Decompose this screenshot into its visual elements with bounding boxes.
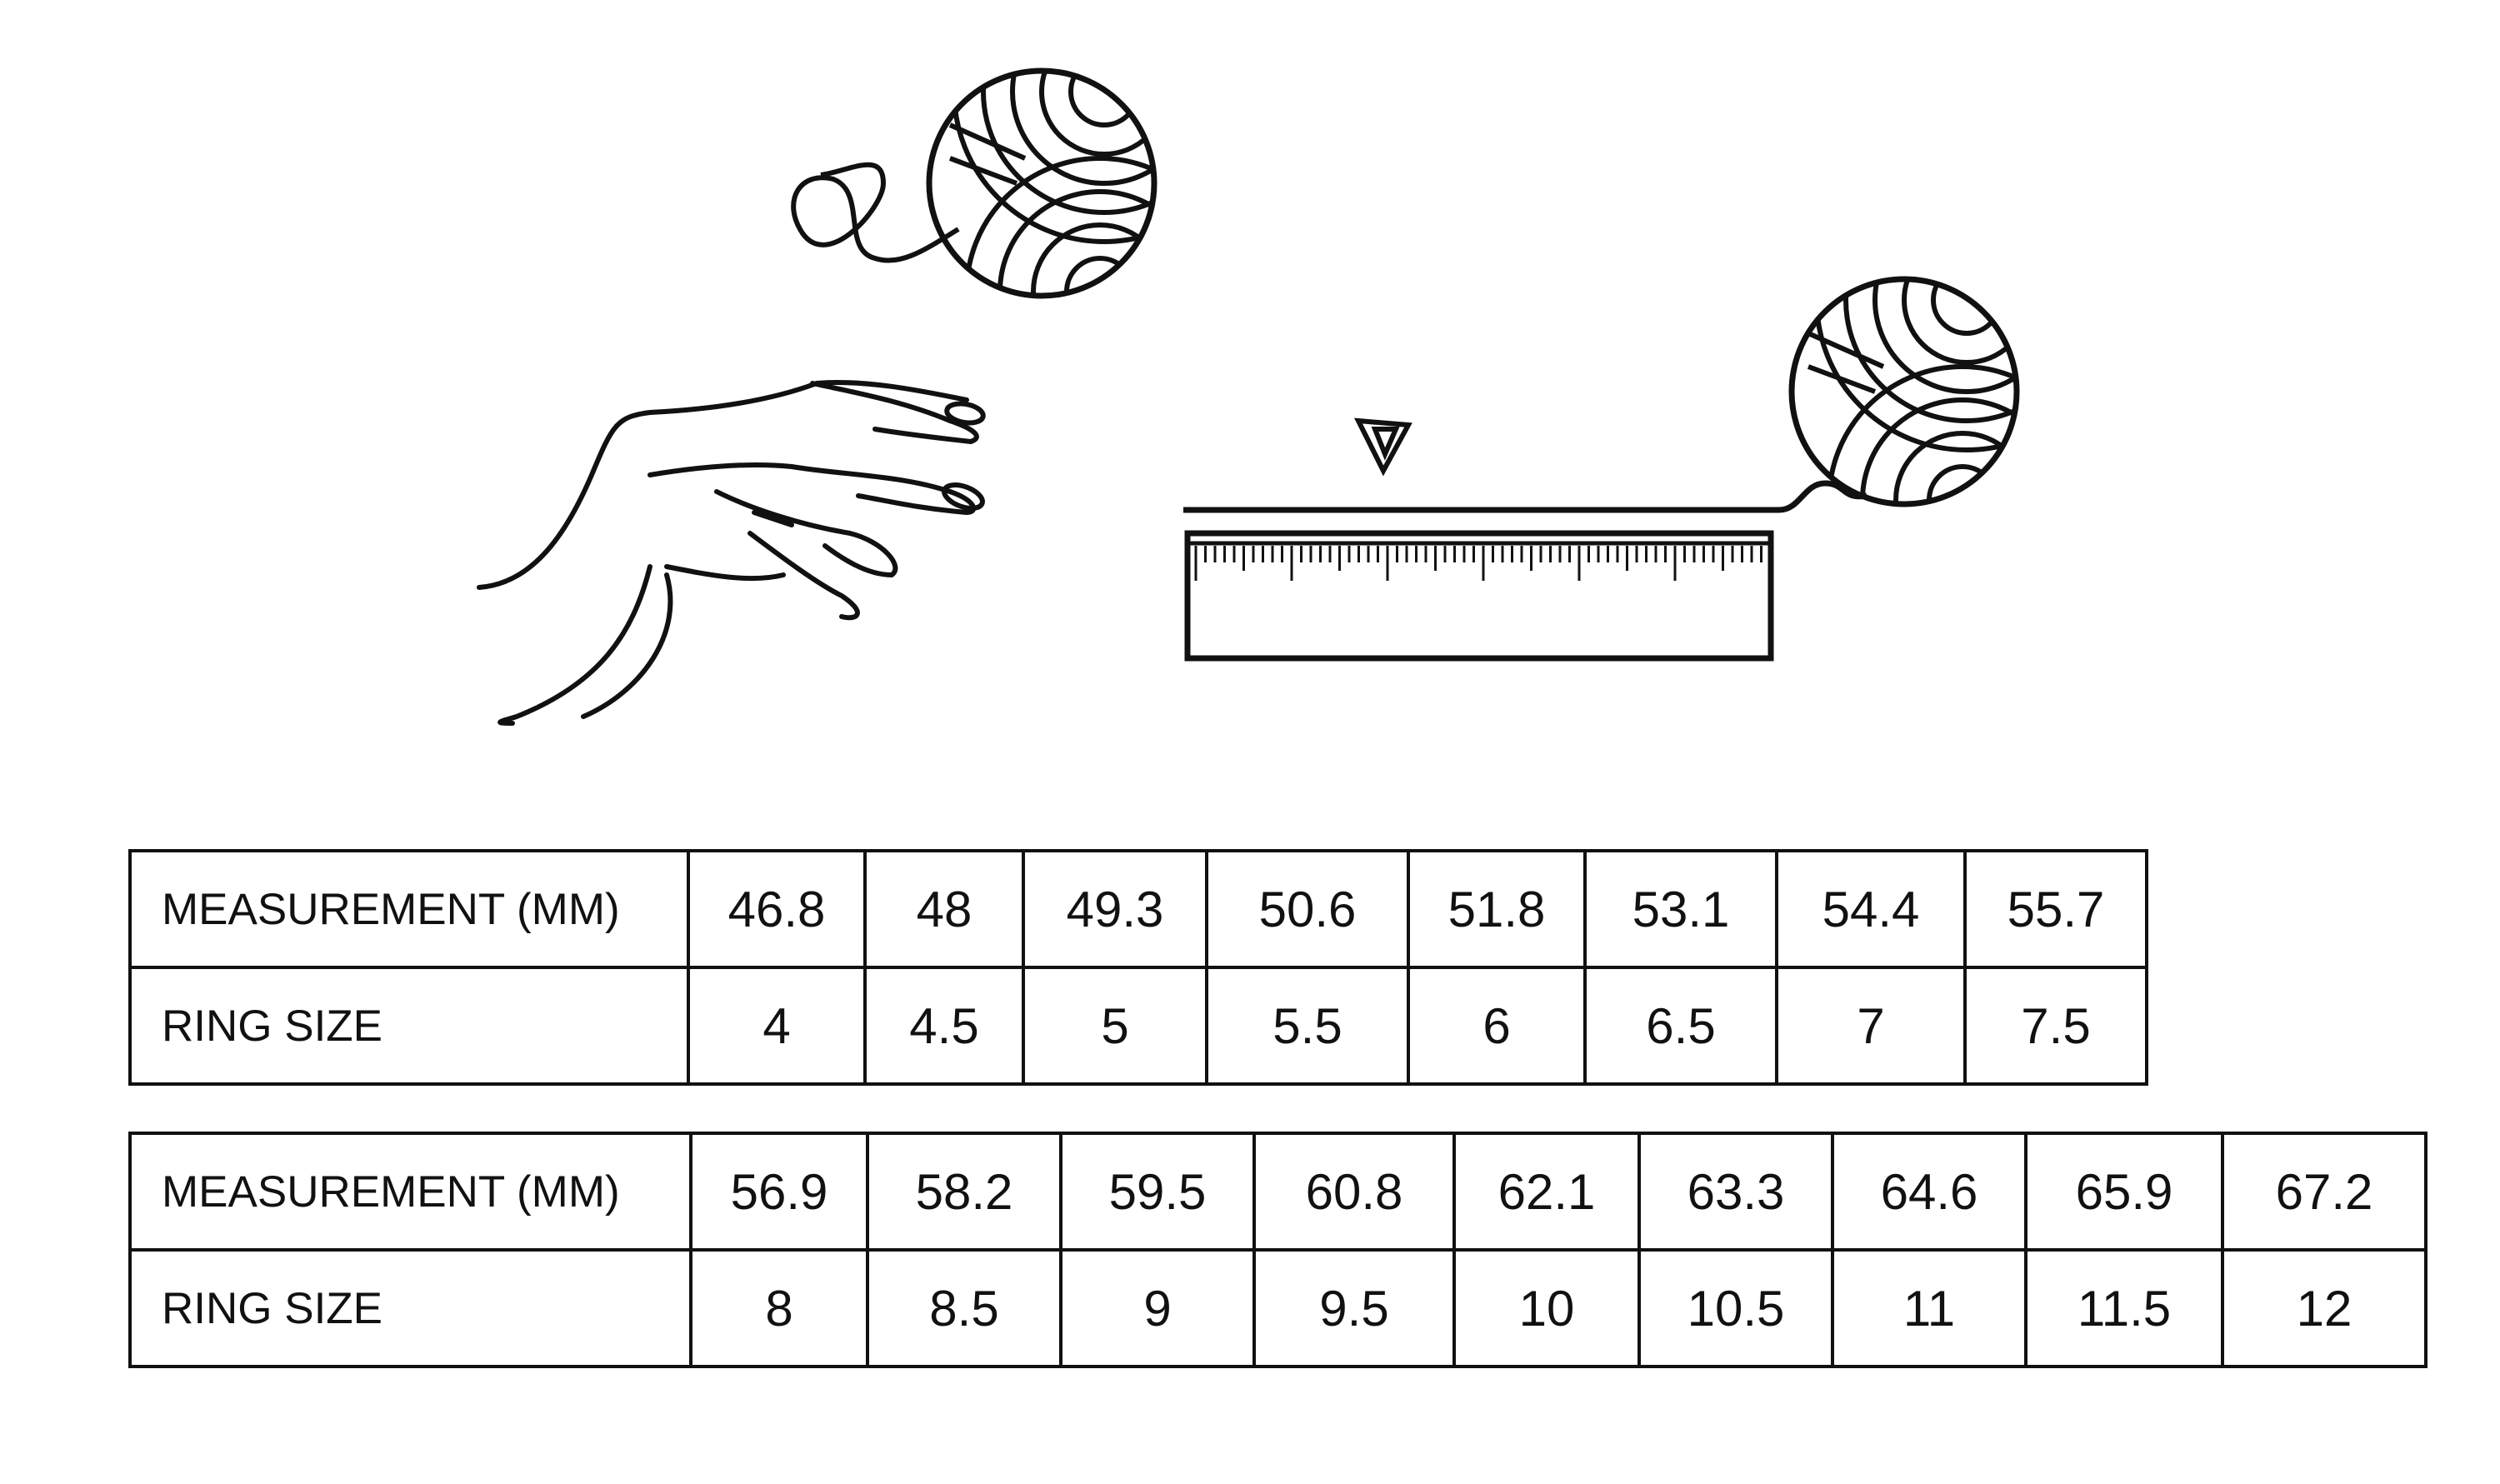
ring-size-cell: 5.5 [1205,966,1410,1086]
ring-size-cell: 5 [1022,966,1208,1086]
measurement-cell: 65.9 [2024,1132,2224,1252]
ring-size-cell: 4.5 [863,966,1025,1086]
measurement-row: MEASUREMENT (MM) 46.8 48 49.3 50.6 51.8 … [128,849,2148,969]
measurement-cell: 53.1 [1583,849,1778,969]
ring-size-table-1: MEASUREMENT (MM) 46.8 48 49.3 50.6 51.8 … [128,849,2148,1086]
ring-size-table-2: MEASUREMENT (MM) 56.9 58.2 59.5 60.8 62.… [128,1132,2428,1368]
ring-size-cell: 8 [689,1248,869,1368]
measurement-label: MEASUREMENT (MM) [128,849,690,969]
arrow-marker-icon [1353,417,1412,477]
hand-icon [477,380,986,726]
measurement-cell: 50.6 [1205,849,1410,969]
ring-size-label: RING SIZE [128,1248,692,1368]
ring-size-cell: 6.5 [1583,966,1778,1086]
ring-size-cell: 9 [1059,1248,1256,1368]
measurement-cell: 55.7 [1963,849,2148,969]
measurement-cell: 64.6 [1831,1132,2028,1252]
ring-size-cell: 11.5 [2024,1248,2224,1368]
measurement-cell: 59.5 [1059,1132,1256,1252]
measurement-cell: 51.8 [1407,849,1587,969]
ring-size-cell: 4 [687,966,867,1086]
string-line [1183,480,1868,513]
measurement-cell: 62.1 [1452,1132,1641,1252]
measurement-label: MEASUREMENT (MM) [128,1132,692,1252]
ruler-icon [1184,530,1774,662]
measurement-cell: 63.3 [1638,1132,1834,1252]
yarn-ball-icon [791,67,1158,299]
ring-size-cell: 7 [1775,966,1967,1086]
measurement-cell: 48 [863,849,1025,969]
ring-size-cell: 9.5 [1252,1248,1456,1368]
measurement-cell: 58.2 [866,1132,1062,1252]
ring-size-cell: 6 [1407,966,1587,1086]
measurement-cell: 54.4 [1775,849,1967,969]
measurement-row: MEASUREMENT (MM) 56.9 58.2 59.5 60.8 62.… [128,1132,2428,1252]
ring-size-cell: 8.5 [866,1248,1062,1368]
measuring-illustration [477,67,2020,726]
ring-size-cell: 10.5 [1638,1248,1834,1368]
ring-size-cell: 7.5 [1963,966,2148,1086]
measurement-cell: 60.8 [1252,1132,1456,1252]
ring-size-label: RING SIZE [128,966,690,1086]
measurement-cell: 46.8 [687,849,867,969]
ring-size-cell: 10 [1452,1248,1641,1368]
ring-size-cell: 12 [2221,1248,2428,1368]
ring-size-row: RING SIZE 4 4.5 5 5.5 6 6.5 7 7.5 [128,966,2148,1086]
ring-size-cell: 11 [1831,1248,2028,1368]
measurement-cell: 67.2 [2221,1132,2428,1252]
measurement-cell: 56.9 [689,1132,869,1252]
yarn-ball-icon [1788,276,2020,507]
measurement-cell: 49.3 [1022,849,1208,969]
ring-size-row: RING SIZE 8 8.5 9 9.5 10 10.5 11 11.5 12 [128,1248,2428,1368]
